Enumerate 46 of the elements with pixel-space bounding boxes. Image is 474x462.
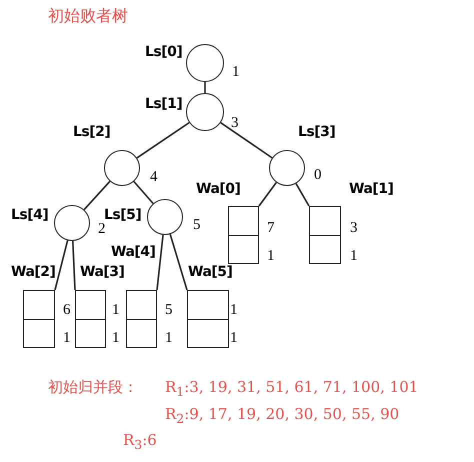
value-label: 1 (230, 331, 238, 346)
run-sequence: R$_{3}$:6 (123, 433, 157, 452)
connector-line (295, 183, 310, 206)
node-label: Wa[0] (196, 182, 240, 196)
value-label: 4 (150, 170, 158, 185)
connector-line (156, 234, 164, 290)
node-label: Ls[3] (298, 125, 336, 139)
value-label: 5 (193, 218, 200, 233)
value-label: 1 (232, 65, 240, 80)
connector-line (136, 122, 190, 159)
value-label: 3 (350, 221, 358, 236)
value-label: 1 (350, 249, 358, 264)
node-label: Wa[5] (188, 265, 232, 279)
value-label: 7 (267, 221, 274, 236)
connector-line (54, 240, 68, 290)
connector-line (169, 234, 188, 290)
value-label: 1 (63, 331, 70, 346)
node-label: Ls[5] (104, 208, 142, 222)
node-label: Ls[0] (145, 45, 182, 59)
connector-line (84, 180, 110, 210)
diagram-title: 初始败者树 (48, 8, 128, 24)
node-label: Ls[4] (11, 208, 48, 222)
node-label: Ls[2] (73, 125, 110, 139)
value-label: 2 (98, 222, 106, 237)
connector-line (220, 122, 273, 158)
value-label: 1 (267, 249, 274, 264)
node-label: Wa[2] (11, 265, 56, 279)
value-label: 5 (165, 303, 172, 318)
connector-line (258, 182, 277, 206)
value-label: 1 (112, 303, 120, 318)
section-label: 初始归并段： (48, 380, 138, 395)
value-label: 1 (112, 331, 120, 346)
value-label: 0 (314, 168, 322, 183)
value-label: 3 (231, 116, 238, 131)
value-label: 6 (63, 303, 70, 318)
connector-line (204, 82, 206, 93)
connector-line (133, 181, 154, 204)
run-sequence: R$_{1}$:3, 19, 31, 51, 61, 71, 100, 101 (165, 380, 418, 398)
node-label: Wa[3] (80, 265, 124, 279)
run-sequence: R$_{2}$:9, 17, 19, 20, 30, 50, 55, 90 (165, 407, 400, 426)
value-label: 1 (165, 331, 172, 346)
value-label: 1 (230, 303, 238, 318)
connector-line (72, 240, 76, 290)
node-label: Wa[1] (349, 182, 394, 196)
node-label: Ls[1] (145, 97, 182, 111)
node-label: Wa[4] (111, 245, 156, 259)
